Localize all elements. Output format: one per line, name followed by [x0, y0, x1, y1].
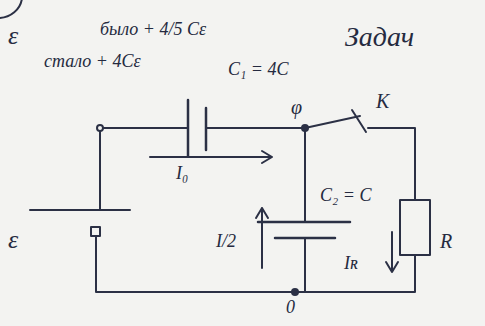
resistor-symbol — [400, 200, 430, 255]
wire — [96, 236, 415, 292]
wire — [206, 127, 305, 129]
current-label: Iʀ — [344, 254, 358, 274]
note: стало + 4Cε — [44, 52, 141, 72]
capacitor-label: C₂ = C — [320, 186, 371, 206]
heading: Задач — [345, 22, 414, 53]
capacitor-plate — [187, 100, 190, 156]
capacitor-plate — [258, 221, 350, 224]
node-dot — [291, 288, 299, 296]
wire — [304, 238, 306, 292]
switch — [305, 116, 360, 128]
current-label: I₀ — [176, 164, 188, 184]
current-arrow — [150, 151, 272, 163]
note: было + 4/5 Cε — [100, 20, 206, 40]
wire — [368, 128, 415, 200]
potential-label: φ — [291, 96, 302, 118]
wire — [304, 128, 306, 222]
source-label: ε — [8, 226, 18, 255]
source-label: ε — [8, 22, 18, 51]
node-dot — [301, 124, 309, 132]
capacitor-label: C₁ = 4C — [228, 60, 288, 80]
wire — [103, 127, 188, 129]
switch-mark — [352, 110, 366, 132]
wire — [99, 131, 101, 210]
current-arrow — [386, 232, 398, 272]
current-label: I/2 — [216, 232, 236, 252]
current-arrow — [256, 208, 268, 268]
switch-label: K — [376, 90, 389, 112]
circle-fragment — [0, 0, 22, 18]
wire — [30, 209, 130, 211]
resistor-label: R — [440, 230, 452, 252]
terminal — [91, 227, 100, 236]
node-label: 0 — [286, 298, 295, 318]
